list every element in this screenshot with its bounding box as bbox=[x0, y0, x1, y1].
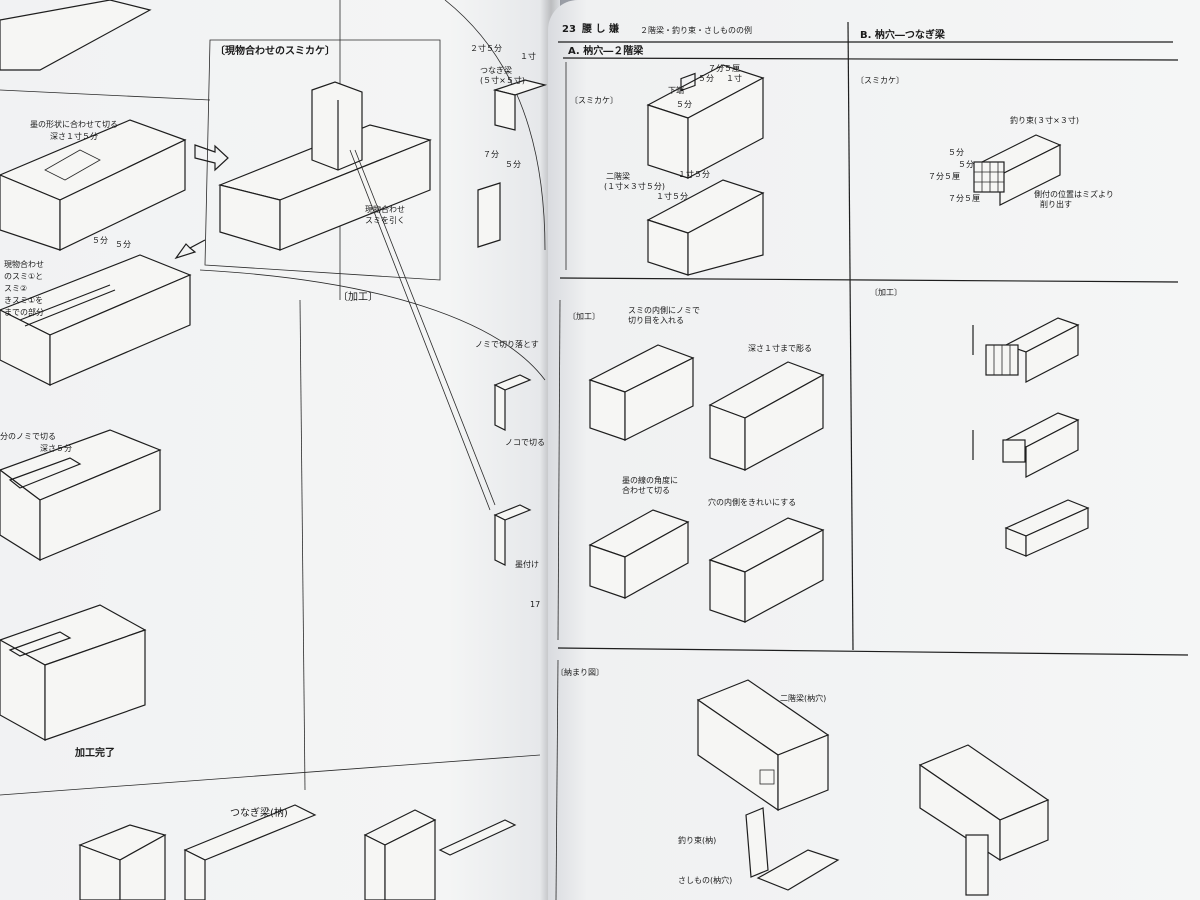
b-dim-1: ５分 bbox=[948, 148, 964, 157]
note-fit-mark-line-2: スミを引く bbox=[365, 216, 405, 225]
a-lower-dim-1: １寸５分 bbox=[678, 170, 710, 179]
note-mark-line-3: スミ② bbox=[4, 284, 28, 293]
kako-step-3-line-2: 合わせて切る bbox=[622, 486, 670, 495]
right-small-note-1: ノミで切り落とす bbox=[475, 340, 539, 349]
assembly-diagram-right bbox=[918, 744, 1050, 896]
header-title: 腰 し 嫌 bbox=[582, 24, 619, 35]
b-marking-timber bbox=[973, 134, 1062, 206]
kako-step-1-line-1: スミの内側にノミで bbox=[628, 306, 700, 315]
a-lower-label-2: (１寸×３寸５分) bbox=[604, 182, 665, 191]
right-top-dim-1: ２寸５分 bbox=[470, 44, 502, 53]
bottom-row-timbers bbox=[78, 804, 517, 900]
right-page: 23 腰 し 嫌 ２階梁・釣り束・さしものの例 B. 枘穴―つなぎ梁 A. 枘穴… bbox=[548, 0, 1200, 900]
right-mid-dim-1: ７分 bbox=[483, 150, 499, 159]
timber-cut-3 bbox=[0, 429, 162, 562]
b-position-note-1: 側付の位置はミズより bbox=[1034, 190, 1114, 199]
note-mark-line-4: きスミ①を bbox=[4, 296, 44, 305]
b-sumikake-label: 〔スミカケ〕 bbox=[856, 76, 904, 85]
note-chisel-line-1: 分のノミで切る bbox=[0, 432, 56, 441]
assembly-diagram-left bbox=[696, 679, 840, 891]
b-dim-3: ７分５厘 bbox=[928, 172, 960, 181]
b-dim-2: ５分 bbox=[958, 160, 974, 169]
a-dim-2: ５分 bbox=[698, 74, 714, 83]
a-dim-5: ５分 bbox=[676, 100, 692, 109]
timber-cut-2 bbox=[0, 254, 192, 386]
timber-top-left bbox=[0, 0, 152, 71]
b-kako-timber-3 bbox=[1004, 499, 1090, 557]
osamari-sashimono: さしもの(枘穴) bbox=[678, 876, 733, 885]
a-dim-1: ７分５厘 bbox=[708, 64, 740, 73]
b-dim-4: ７分５厘 bbox=[948, 194, 980, 203]
a-kako-timber-3 bbox=[588, 509, 690, 600]
header-subtitle: ２階梁・釣り束・さしものの例 bbox=[640, 26, 752, 35]
right-top-dim-4: (５寸×５寸) bbox=[480, 76, 525, 85]
note-chisel-line-2: 深さ５分 bbox=[40, 444, 72, 453]
timber-cut-1 bbox=[0, 119, 187, 251]
kako-step-4: 穴の内側をきれいにする bbox=[708, 498, 797, 507]
note-mark-line-1: 現物合わせ bbox=[4, 260, 44, 269]
right-page-drawings bbox=[555, 21, 1189, 900]
dim-5bu-a: ５分 bbox=[92, 236, 108, 245]
note-cut-depth-line-2: 深さ１寸５分 bbox=[50, 132, 98, 141]
a-dim-4: 下端 bbox=[668, 86, 684, 95]
b-position-note-2: 削り出す bbox=[1040, 200, 1072, 209]
section-a-title: A. 枘穴―２階梁 bbox=[568, 46, 644, 57]
a-lower-dim-2: １寸５分 bbox=[656, 192, 688, 201]
a-kako-timber-2 bbox=[708, 361, 825, 472]
a-kako-label: 〔加工〕 bbox=[568, 312, 600, 321]
b-marking-note: 釣り束(３寸×３寸) bbox=[1010, 116, 1079, 125]
a-sumikake-label: 〔スミカケ〕 bbox=[570, 96, 618, 105]
note-mark-line-5: までの部分 bbox=[4, 308, 44, 317]
kako-step-3-line-1: 墨の線の角度に bbox=[622, 476, 678, 485]
kako-step-1-line-2: 切り目を入れる bbox=[628, 316, 684, 325]
a-dim-3: １寸 bbox=[726, 74, 742, 83]
right-top-dim-2: １寸 bbox=[520, 52, 536, 61]
fit-marking-box-label: 〔現物合わせのスミカケ〕 bbox=[215, 46, 335, 57]
right-top-dim-3: つなぎ梁 bbox=[480, 66, 512, 75]
a-lower-label-1: 二階梁 bbox=[606, 172, 630, 181]
kako-step-2: 深さ１寸まで彫る bbox=[748, 344, 812, 353]
right-mid-dim-2: ５分 bbox=[505, 160, 521, 169]
dim-5bu-b: ５分 bbox=[115, 240, 131, 249]
tie-beam-label: つなぎ梁(枘) bbox=[230, 808, 288, 819]
section-number: 23 bbox=[562, 24, 576, 35]
a-kako-timber-1 bbox=[588, 344, 695, 441]
osamari-hanging-post: 釣り束(枘) bbox=[678, 836, 717, 845]
right-small-note-2: ノコで切る bbox=[505, 438, 545, 447]
right-small-note-3: 墨付け bbox=[515, 560, 539, 569]
a-marking-timber-1 bbox=[646, 64, 765, 179]
osamari-label: 〔納まり図〕 bbox=[556, 668, 604, 677]
b-kako-timber-2 bbox=[972, 412, 1080, 478]
b-kako-timber-1 bbox=[972, 317, 1080, 383]
osamari-second-floor-beam: 二階梁(枘穴) bbox=[780, 694, 827, 703]
timber-right-small bbox=[477, 79, 548, 566]
a-marking-timber-2 bbox=[646, 179, 765, 276]
note-mark-line-2: のスミ①と bbox=[4, 272, 44, 281]
b-kako-label: 〔加工〕 bbox=[870, 288, 902, 297]
timber-fit-marking bbox=[218, 81, 496, 511]
finished-label: 加工完了 bbox=[75, 748, 115, 759]
left-page-mark: 17 bbox=[530, 600, 541, 609]
note-cut-depth-line-1: 墨の形状に合わせて切る bbox=[30, 120, 118, 129]
left-page: 〔現物合わせのスミカケ〕 〔加工〕 墨の形状に合わせて切る 深さ１寸５分 現物合… bbox=[0, 0, 560, 900]
note-fit-mark-line-1: 現物合わせ bbox=[365, 205, 405, 214]
cut-section-label: 〔加工〕 bbox=[338, 292, 378, 303]
left-page-drawings bbox=[0, 0, 548, 900]
a-kako-timber-4 bbox=[708, 517, 825, 624]
timber-finished bbox=[0, 604, 147, 742]
section-b-title: B. 枘穴―つなぎ梁 bbox=[860, 30, 945, 41]
